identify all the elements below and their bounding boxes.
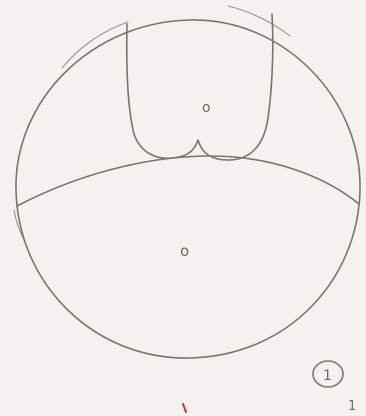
- corner-mark: 1: [348, 399, 356, 414]
- upper-region-label: o: [202, 100, 211, 116]
- outer-circle: [16, 20, 360, 358]
- red-tick-mark: [183, 404, 186, 412]
- upper-lobed-shape: [127, 14, 273, 160]
- lower-region-label: o: [180, 242, 189, 260]
- dividing-arc: [17, 156, 359, 206]
- stray-stroke-top-left: [62, 22, 128, 68]
- figure-number: 1: [323, 368, 332, 384]
- stray-stroke-top-right: [228, 6, 290, 36]
